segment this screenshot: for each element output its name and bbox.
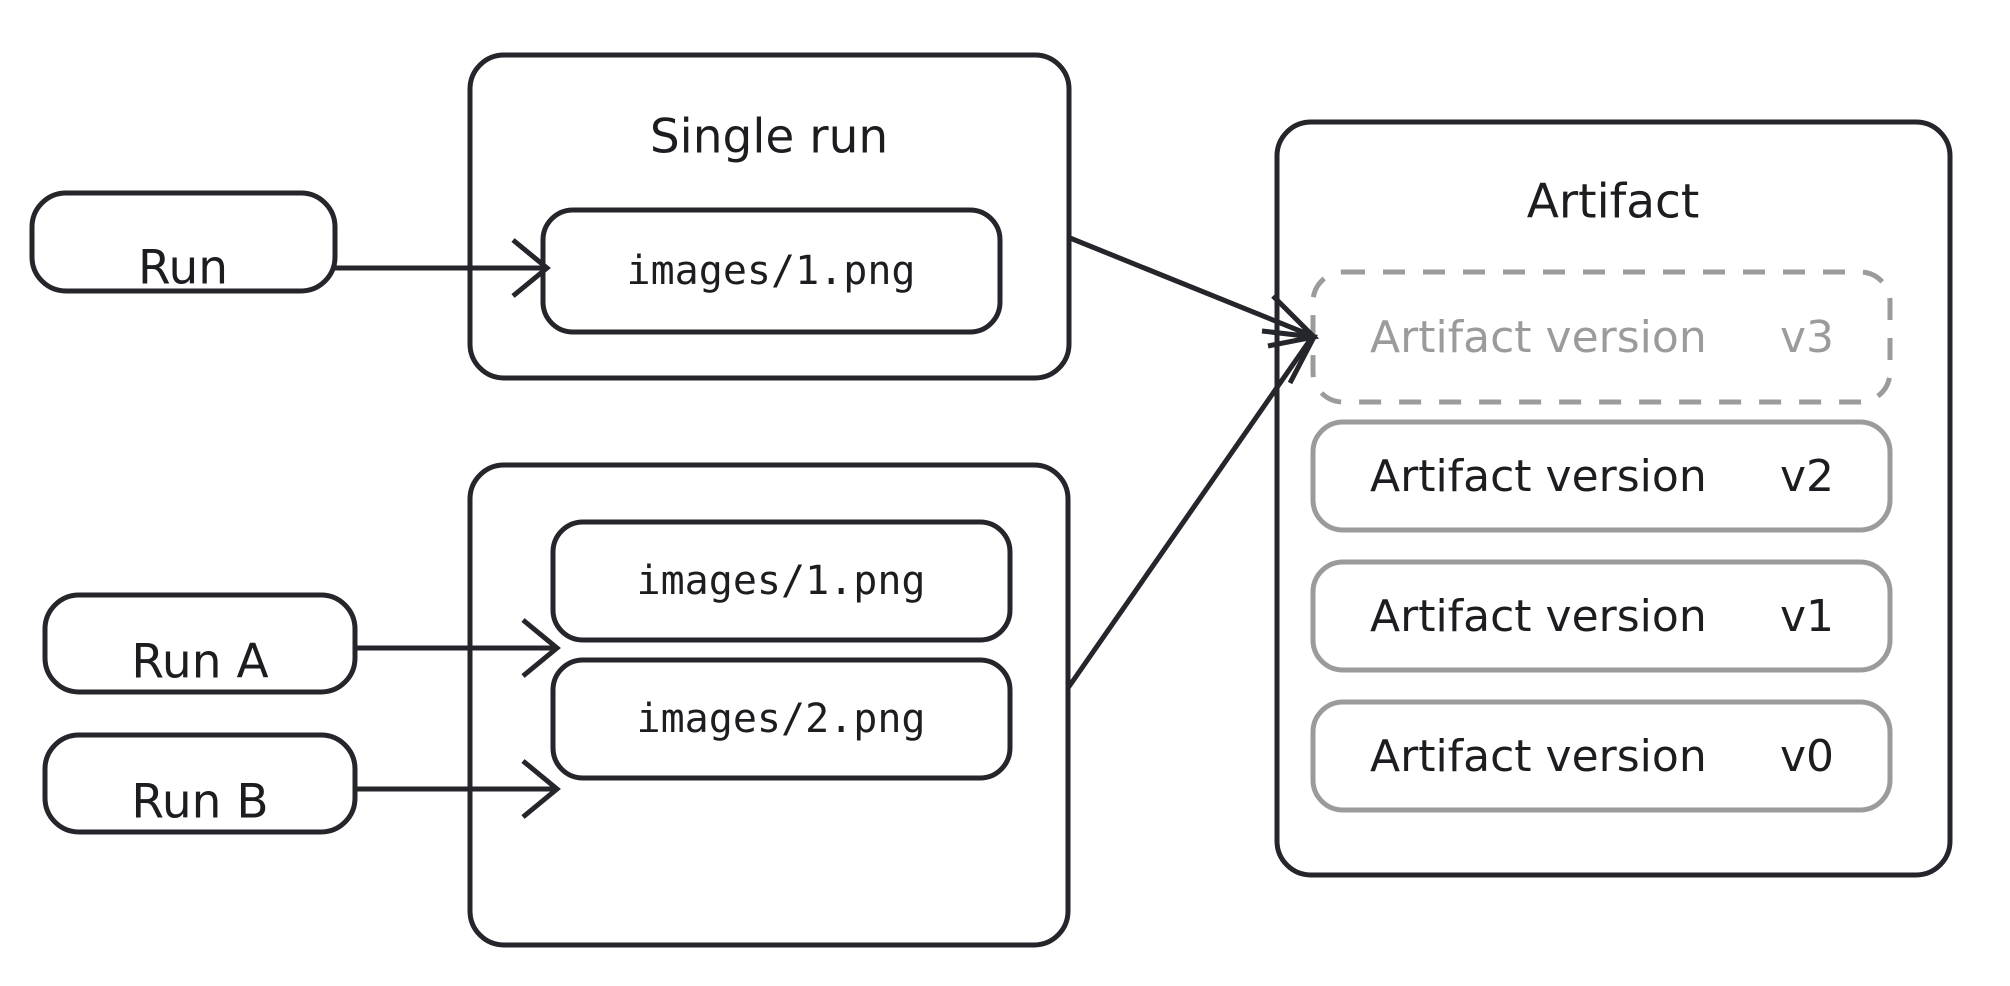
arrowhead-icon bbox=[521, 618, 561, 678]
run-label: Run bbox=[138, 241, 228, 296]
version-number: v1 bbox=[1780, 591, 1834, 642]
file-box bbox=[550, 657, 1013, 781]
version-label: Artifact version bbox=[1370, 591, 1707, 642]
single-run-file-0[interactable]: images/1.png bbox=[540, 207, 1003, 335]
file-box bbox=[550, 519, 1013, 643]
edge-line bbox=[1065, 338, 1313, 690]
version-label: Artifact version bbox=[1370, 451, 1707, 502]
group-distributed-runs[interactable]: Distributed runs images/1.png images/2.p… bbox=[467, 462, 1071, 948]
artifact-title: Artifact bbox=[1527, 175, 1700, 230]
edge-line bbox=[1069, 235, 1311, 338]
node-run-b[interactable]: Run B bbox=[42, 732, 358, 835]
run-b-box bbox=[42, 732, 358, 835]
version-label: Artifact version bbox=[1370, 312, 1707, 363]
version-box bbox=[1310, 419, 1893, 533]
distributed-runs-file-0[interactable]: images/1.png bbox=[550, 519, 1013, 643]
edge-distributed-runs-to-artifact-v3 bbox=[1065, 328, 1318, 690]
run-b-label: Run B bbox=[131, 775, 268, 830]
group-single-run[interactable]: Single run images/1.png bbox=[467, 52, 1072, 381]
single-run-title: Single run bbox=[650, 110, 888, 165]
file-label: images/2.png bbox=[637, 696, 926, 742]
arrowhead-icon bbox=[521, 759, 561, 819]
run-box bbox=[29, 190, 338, 294]
artifact-version-row-v2[interactable]: Artifact version v2 bbox=[1310, 419, 1893, 533]
node-run-a[interactable]: Run A bbox=[42, 592, 358, 695]
distributed-runs-file-1[interactable]: images/2.png bbox=[550, 657, 1013, 781]
artifact-version-row-v3[interactable]: Artifact version v3 bbox=[1310, 269, 1893, 405]
edge-run-b-to-dist-file-1 bbox=[355, 759, 561, 819]
version-box bbox=[1310, 699, 1893, 813]
arrowhead-icon bbox=[1261, 328, 1318, 385]
run-a-label: Run A bbox=[131, 635, 268, 690]
version-number: v0 bbox=[1780, 731, 1834, 782]
edge-run-a-to-dist-file-0 bbox=[355, 618, 561, 678]
node-run[interactable]: Run bbox=[29, 190, 338, 296]
file-label: images/1.png bbox=[637, 558, 926, 604]
artifact-version-row-v1[interactable]: Artifact version v1 bbox=[1310, 559, 1893, 673]
version-number: v3 bbox=[1780, 312, 1834, 363]
edge-run-to-single-file bbox=[335, 238, 551, 298]
artifact-panel-group[interactable]: Artifact Artifact version v3 Artifact ve… bbox=[1274, 119, 1953, 878]
run-a-box bbox=[42, 592, 358, 695]
version-label: Artifact version bbox=[1370, 731, 1707, 782]
version-box bbox=[1310, 559, 1893, 673]
artifact-version-row-v0[interactable]: Artifact version v0 bbox=[1310, 699, 1893, 813]
file-label: images/1.png bbox=[627, 248, 916, 294]
arrowhead-icon bbox=[511, 238, 551, 298]
version-number: v2 bbox=[1780, 451, 1834, 502]
